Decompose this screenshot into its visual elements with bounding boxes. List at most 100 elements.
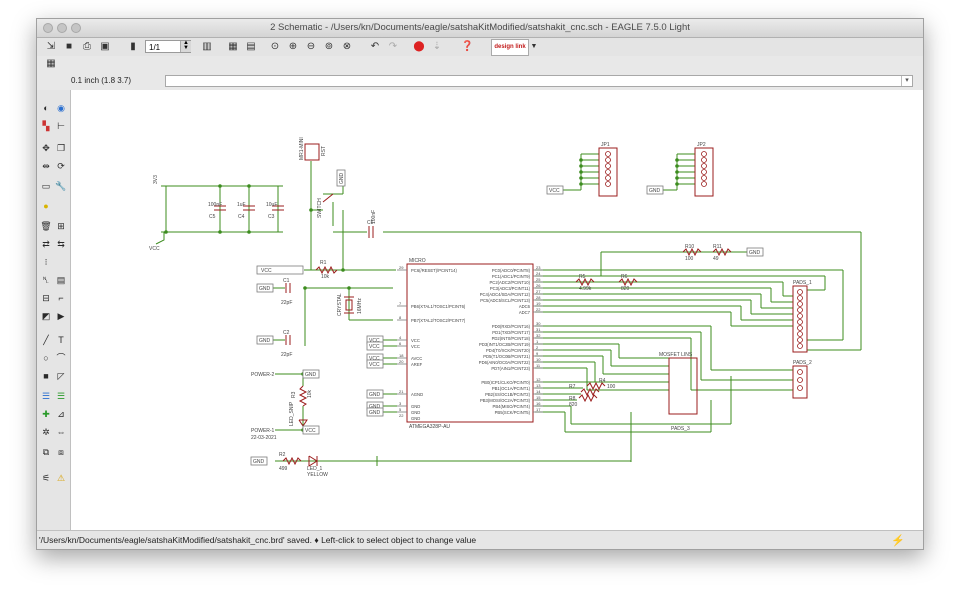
minimize-window-button[interactable]	[57, 23, 67, 33]
save-icon[interactable]: ■	[65, 41, 73, 52]
svg-text:4.99k: 4.99k	[579, 286, 592, 292]
grid-icon[interactable]: ▦	[46, 58, 56, 69]
rect-icon[interactable]: ■	[43, 371, 49, 381]
lightning-icon[interactable]: ⚡	[891, 535, 905, 547]
frame-icon[interactable]: ⧉	[42, 447, 50, 457]
text-icon[interactable]: T	[58, 335, 64, 345]
svg-text:PADS_1: PADS_1	[793, 280, 812, 286]
pin-stubs	[397, 269, 543, 413]
zoom-fit-icon[interactable]: ⊙	[270, 41, 280, 52]
svg-text:GND: GND	[369, 410, 381, 416]
copy-icon[interactable]: ❐	[56, 143, 66, 153]
svg-text:16MHz: 16MHz	[357, 298, 363, 314]
svg-text:820: 820	[621, 286, 630, 292]
eagle-window: 2 Schematic - /Users/kn/Documents/eagle/…	[36, 18, 924, 550]
undo-icon[interactable]: ↶	[370, 41, 380, 52]
svg-text:R5: R5	[579, 274, 586, 280]
zoom-out-icon[interactable]: ⊖	[306, 41, 316, 52]
cam-icon[interactable]: ▣	[100, 41, 110, 52]
net-icon[interactable]: ☰	[56, 391, 66, 401]
info-icon[interactable]: ◐	[43, 103, 49, 113]
svg-text:AVCC: AVCC	[411, 356, 422, 361]
svg-text:20: 20	[399, 359, 404, 364]
schematic-canvas[interactable]: 3V3 VCC 100nF C5 1uF C4 10uF C3 MR1-MINI…	[71, 90, 923, 530]
smash-icon[interactable]: ⊟	[42, 293, 50, 303]
add-icon[interactable]: ⊞	[57, 221, 65, 231]
group-icon[interactable]: ▭	[41, 181, 51, 191]
help-icon[interactable]: ❓	[461, 41, 474, 52]
miter-icon[interactable]: ⌐	[58, 293, 64, 303]
zoom-in-icon[interactable]: ⊕	[288, 41, 298, 52]
sheet-spinner[interactable]: ▲▼	[180, 40, 191, 52]
redo-icon[interactable]: ↷	[388, 41, 398, 52]
go-icon[interactable]: ⇣	[432, 41, 442, 52]
svg-text:LED_1: LED_1	[307, 466, 323, 472]
invoke-icon[interactable]: ▶	[57, 311, 65, 321]
mark-icon[interactable]: ⊢	[57, 121, 65, 131]
svg-text:PD1(TXD/PCINT17): PD1(TXD/PCINT17)	[492, 330, 530, 335]
circle-icon[interactable]: ○	[43, 353, 49, 363]
print-icon[interactable]: ⎙	[83, 41, 91, 52]
name-icon[interactable]: ␤	[42, 275, 50, 285]
svg-text:ATMEGA328P-AU: ATMEGA328P-AU	[409, 424, 450, 430]
junction-icon[interactable]: ✚	[42, 409, 50, 419]
zoom-select-icon[interactable]: ⊗	[342, 41, 352, 52]
display-icon[interactable]: ▚	[42, 121, 50, 131]
rotate-icon[interactable]: ⟳	[57, 161, 65, 171]
micro-pin-numbers: 29 7 8 4 6 18 20 21 3 5 22 23 24 25 26 2…	[399, 265, 541, 418]
zoom-redraw-icon[interactable]: ⊚	[324, 41, 334, 52]
svg-text:MR1-MINI: MR1-MINI	[299, 137, 305, 160]
svg-text:9: 9	[536, 351, 539, 356]
svg-text:VCC: VCC	[549, 188, 560, 194]
command-history-dropdown-icon[interactable]: ▾	[901, 76, 912, 86]
design-link-dropdown-icon[interactable]: ▼	[530, 43, 538, 50]
board-icon[interactable]: ▦	[228, 41, 238, 52]
svg-text:R6: R6	[621, 274, 628, 280]
svg-text:GND: GND	[411, 410, 420, 415]
stop-icon[interactable]: ⬤	[413, 41, 425, 52]
sheet-select[interactable]: 1/1	[145, 40, 191, 53]
svg-text:GND: GND	[411, 404, 420, 409]
modify-icon[interactable]: ⧈	[58, 447, 64, 457]
dimension-icon[interactable]: ⇔	[56, 427, 66, 437]
pinswap-icon[interactable]: ⇄	[42, 239, 50, 249]
svg-text:GND: GND	[411, 416, 420, 421]
svg-text:SWITCH: SWITCH	[317, 198, 323, 218]
svg-text:25: 25	[536, 277, 541, 282]
script-icon[interactable]: ▤	[246, 41, 256, 52]
paste-icon[interactable]: ●	[43, 201, 49, 211]
value-icon[interactable]: ▤	[56, 275, 66, 285]
svg-text:15: 15	[536, 395, 541, 400]
sheet-icon[interactable]: ▮	[130, 41, 136, 52]
change-icon[interactable]: 🔧	[55, 181, 67, 191]
svg-text:100nF: 100nF	[208, 202, 222, 208]
command-input[interactable]: ▾	[165, 75, 913, 87]
erc-icon[interactable]: ⚟	[41, 473, 51, 483]
schematic-drawing: 3V3 VCC 100nF C5 1uF C4 10uF C3 MR1-MINI…	[149, 137, 862, 478]
move-icon[interactable]: ✥	[42, 143, 50, 153]
gateswap-icon[interactable]: ⇆	[57, 239, 65, 249]
svg-text:29: 29	[399, 265, 404, 270]
svg-text:22: 22	[536, 307, 541, 312]
open-icon[interactable]: ⇲	[46, 41, 56, 52]
svg-text:PC4(ADC4/SDA/PCINT12): PC4(ADC4/SDA/PCINT12)	[480, 292, 531, 297]
bus-icon[interactable]: ☰	[41, 391, 51, 401]
polygon-icon[interactable]: ◸	[57, 371, 65, 381]
ulp-icon[interactable]: ▥	[202, 41, 212, 52]
zoom-window-button[interactable]	[71, 23, 81, 33]
svg-text:GND: GND	[649, 188, 661, 194]
wire-icon[interactable]: ╱	[43, 335, 49, 345]
errors-icon[interactable]: ⚠	[56, 473, 66, 483]
show-icon[interactable]: ◉	[57, 103, 65, 113]
svg-text:24: 24	[536, 271, 541, 276]
attribute-icon[interactable]: ✲	[42, 427, 50, 437]
delete-icon[interactable]: 🗑	[40, 221, 52, 231]
label-icon[interactable]: ⊿	[57, 409, 65, 419]
arc-icon[interactable]: ⌒	[56, 353, 66, 363]
close-window-button[interactable]	[43, 23, 53, 33]
svg-text:RST: RST	[321, 146, 327, 156]
split-icon[interactable]: ◩	[41, 311, 51, 321]
replace-icon[interactable]: ⁝	[44, 257, 48, 267]
mirror-icon[interactable]: ⇹	[42, 161, 50, 171]
design-link-button[interactable]: design link	[491, 39, 529, 56]
